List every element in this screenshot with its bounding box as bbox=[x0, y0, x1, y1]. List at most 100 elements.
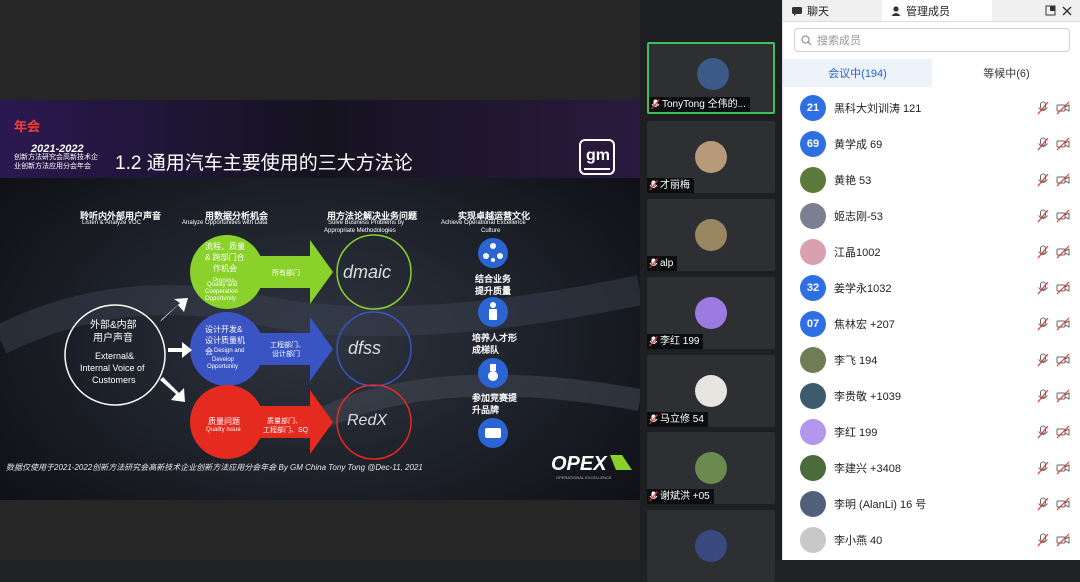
member-name: 李建兴 +3408 bbox=[834, 463, 901, 475]
member-row[interactable]: 21 黑科大刘训涛 121 bbox=[783, 90, 1080, 126]
participant-avatar bbox=[695, 530, 727, 562]
col2-sub: Analyze Opportunities with Data bbox=[182, 220, 268, 226]
camera-off-icon[interactable] bbox=[1056, 281, 1070, 295]
col3-heading: 用方法论解决业务问题 bbox=[327, 211, 418, 221]
camera-off-icon[interactable] bbox=[1056, 245, 1070, 259]
mic-off-icon[interactable] bbox=[1036, 137, 1050, 151]
camera-off-icon[interactable] bbox=[1056, 461, 1070, 475]
participant-avatar bbox=[697, 58, 729, 90]
arrow3-label2: 工程部门、SQ bbox=[263, 427, 309, 434]
mic-muted-icon bbox=[649, 180, 658, 191]
gm-logo-text: gm bbox=[586, 147, 610, 164]
video-tile[interactable]: alp bbox=[647, 199, 775, 271]
chat-icon bbox=[792, 6, 802, 16]
mic-off-icon[interactable] bbox=[1036, 245, 1050, 259]
camera-off-icon[interactable] bbox=[1056, 533, 1070, 547]
mic-off-icon[interactable] bbox=[1036, 353, 1050, 367]
member-search-input[interactable]: 搜索成员 bbox=[794, 28, 1070, 52]
c2-cn1: 设计开发& bbox=[205, 325, 243, 334]
participant-avatar bbox=[695, 375, 727, 407]
tab-members-label: 管理成员 bbox=[906, 5, 950, 18]
member-avatar bbox=[800, 167, 826, 193]
mic-off-icon[interactable] bbox=[1036, 317, 1050, 331]
opex-logo: OPEX bbox=[551, 453, 607, 475]
mic-off-icon[interactable] bbox=[1036, 101, 1050, 115]
mic-off-icon[interactable] bbox=[1036, 281, 1050, 295]
member-avatar: 21 bbox=[800, 95, 826, 121]
tile-name: 李红 199 bbox=[660, 336, 700, 347]
video-tile[interactable]: 才丽梅 bbox=[647, 121, 775, 193]
video-tile[interactable]: TonyTong 仝伟的... bbox=[647, 42, 775, 114]
tab-chat[interactable]: 聊天 bbox=[783, 0, 837, 21]
circle-design bbox=[190, 312, 264, 386]
video-tile[interactable]: 李红 199 bbox=[647, 277, 775, 349]
tab-waiting[interactable]: 等候中(6) bbox=[983, 68, 1030, 80]
camera-off-icon[interactable] bbox=[1056, 425, 1070, 439]
mic-off-icon[interactable] bbox=[1036, 173, 1050, 187]
c2-cn3: 会 bbox=[205, 347, 213, 356]
mic-off-icon[interactable] bbox=[1036, 425, 1050, 439]
arrow-mid bbox=[168, 342, 192, 358]
member-row[interactable]: 李建兴 +3408 bbox=[783, 450, 1080, 486]
camera-off-icon[interactable] bbox=[1056, 497, 1070, 511]
mic-off-icon[interactable] bbox=[1036, 389, 1050, 403]
mic-muted-icon bbox=[649, 491, 658, 502]
camera-off-icon[interactable] bbox=[1056, 101, 1070, 115]
camera-off-icon[interactable] bbox=[1056, 173, 1070, 187]
participant-avatar bbox=[695, 452, 727, 484]
c1-cn3: 作机会 bbox=[213, 264, 237, 273]
camera-off-icon[interactable] bbox=[1056, 353, 1070, 367]
member-row[interactable]: 李红 199 bbox=[783, 414, 1080, 450]
member-row[interactable]: 李飞 194 bbox=[783, 342, 1080, 378]
arrow-blue bbox=[258, 317, 333, 381]
mic-off-icon[interactable] bbox=[1036, 461, 1050, 475]
member-row[interactable]: 江晶1002 bbox=[783, 234, 1080, 270]
camera-off-icon[interactable] bbox=[1056, 317, 1070, 331]
redx-ring bbox=[336, 384, 412, 460]
mic-off-icon[interactable] bbox=[1036, 533, 1050, 547]
popout-icon[interactable] bbox=[1045, 5, 1056, 16]
tile-name-bar: 马立修 54 bbox=[647, 412, 708, 427]
mic-muted-icon bbox=[651, 99, 660, 110]
mic-off-icon[interactable] bbox=[1036, 209, 1050, 223]
camera-off-icon[interactable] bbox=[1056, 209, 1070, 223]
col4-sub1: Achieve Operational Excellence bbox=[441, 220, 526, 226]
member-row[interactable]: 黄艳 53 bbox=[783, 162, 1080, 198]
mic-off-icon[interactable] bbox=[1036, 497, 1050, 511]
video-tile[interactable]: 谢斌洪 +05 bbox=[647, 432, 775, 504]
circle-process bbox=[190, 235, 264, 309]
tile-name: 马立修 54 bbox=[660, 414, 704, 425]
camera-off-icon[interactable] bbox=[1056, 137, 1070, 151]
arrow-green bbox=[258, 240, 333, 304]
close-icon[interactable] bbox=[1062, 6, 1072, 16]
voice-en3: Customers bbox=[92, 375, 136, 385]
camera-off-icon[interactable] bbox=[1056, 389, 1070, 403]
c1-en3: Cooperation bbox=[205, 289, 238, 295]
badge-line1: 创新方法研究会高新技术企 bbox=[14, 154, 98, 161]
tab-in-meeting[interactable]: 会议中(194) bbox=[783, 59, 932, 87]
result1-line2: 提升质量 bbox=[475, 286, 512, 296]
tab-members[interactable]: 管理成员 bbox=[882, 0, 992, 21]
opex-chevron bbox=[610, 455, 632, 470]
c2-cn2: 设计质量机 bbox=[205, 336, 245, 345]
dmaic-ring bbox=[336, 234, 412, 310]
c1-cn2: & 跨部门合 bbox=[205, 253, 245, 262]
tile-name: 才丽梅 bbox=[660, 180, 690, 191]
arrow2-label2: 设计部门 bbox=[272, 351, 300, 358]
participant-avatar bbox=[695, 219, 727, 251]
member-row[interactable]: 李小燕 40 bbox=[783, 522, 1080, 558]
voice-cn2: 用户声音 bbox=[93, 333, 133, 344]
member-name: 黑科大刘训涛 121 bbox=[834, 103, 922, 115]
mic-muted-icon bbox=[649, 414, 658, 425]
member-avatar bbox=[800, 419, 826, 445]
member-row[interactable]: 李明 (AlanLi) 16 号 bbox=[783, 486, 1080, 522]
member-name: 姜学永1032 bbox=[834, 283, 892, 295]
video-tile[interactable] bbox=[647, 510, 775, 582]
member-avatar: 07 bbox=[800, 311, 826, 337]
member-row[interactable]: 姬志刚-53 bbox=[783, 198, 1080, 234]
member-row[interactable]: 李贵敬 +1039 bbox=[783, 378, 1080, 414]
video-tile[interactable]: 马立修 54 bbox=[647, 355, 775, 427]
